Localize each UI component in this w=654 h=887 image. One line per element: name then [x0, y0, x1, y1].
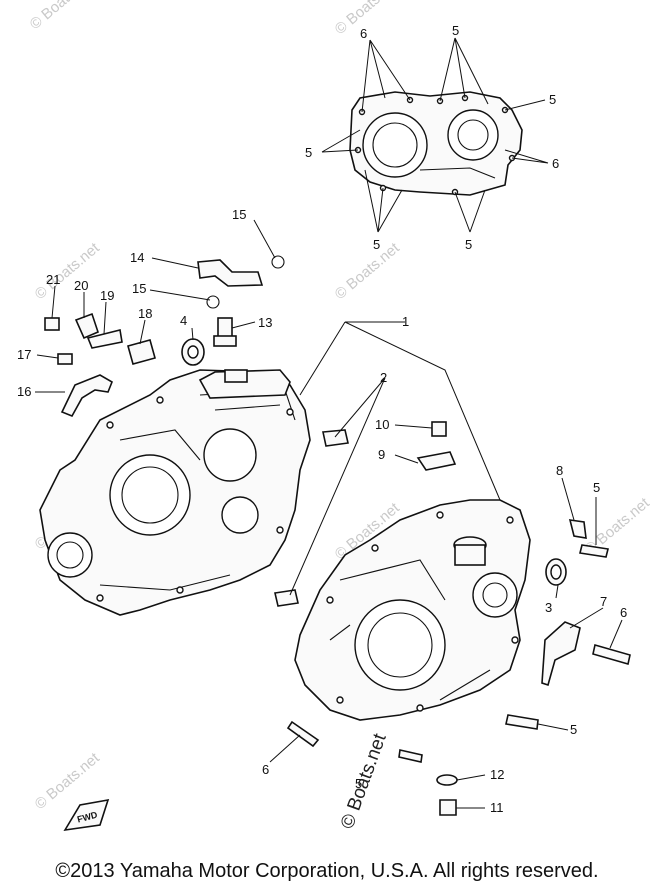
screw-21 — [44, 317, 60, 331]
callout-6: 6 — [552, 156, 559, 171]
dowel-pin-lower — [274, 589, 299, 607]
callout-3: 3 — [545, 600, 552, 615]
callout-13: 13 — [258, 315, 272, 330]
screw-17 — [57, 353, 73, 365]
cable-guide-16 — [60, 374, 113, 418]
callout-17: 17 — [17, 347, 31, 362]
watermark-prominent: © Boats.net — [337, 730, 391, 831]
exploded-parts-diagram: © Boats.net © Boats.net © Boats.net © Bo… — [17, 0, 653, 832]
clamp-9 — [416, 451, 457, 471]
callout-9: 9 — [378, 447, 385, 462]
callout-5: 5 — [593, 480, 600, 495]
crankcase-top-view — [349, 91, 523, 196]
callout-21: 21 — [46, 272, 60, 287]
callout-5: 5 — [373, 237, 380, 252]
copyright-notice: ©2013 Yamaha Motor Corporation, U.S.A. A… — [55, 860, 599, 882]
left-crankcase-half — [39, 369, 311, 616]
callout-12: 12 — [490, 767, 504, 782]
callout-5: 5 — [549, 92, 556, 107]
watermark: © Boats.net — [27, 0, 99, 33]
callout-5: 5 — [305, 145, 312, 160]
callout-6: 6 — [262, 762, 269, 777]
watermark: © Boats.net — [332, 0, 404, 38]
dowel-pin-upper — [322, 429, 349, 447]
callout-8: 8 — [556, 463, 563, 478]
bracket-19 — [86, 329, 123, 349]
guide-8 — [568, 519, 587, 539]
callout-1: 1 — [402, 314, 409, 329]
breather-hose-14 — [197, 259, 264, 287]
screw-10 — [431, 421, 447, 437]
right-crankcase-half — [294, 499, 531, 721]
callout-11: 11 — [490, 800, 504, 815]
drain-plug-11 — [439, 799, 457, 816]
callout-7: 7 — [600, 594, 607, 609]
callout-15: 15 — [232, 207, 246, 222]
callout-20: 20 — [74, 278, 88, 293]
main-leaders — [35, 219, 623, 809]
clip-20 — [74, 312, 99, 340]
callout-18: 18 — [138, 306, 152, 321]
callout-14: 14 — [130, 250, 144, 265]
bracket-7 — [541, 621, 581, 687]
callout-6: 6 — [360, 26, 367, 41]
callout-5: 5 — [570, 722, 577, 737]
callout-4: 4 — [180, 313, 187, 328]
callout-5: 5 — [452, 23, 459, 38]
fwd-arrow-badge — [63, 798, 110, 832]
callouts-top: 6 5 5 5 6 5 5 — [305, 23, 559, 252]
callout-5: 5 — [465, 237, 472, 252]
callout-6: 6 — [620, 605, 627, 620]
callout-19: 19 — [100, 288, 114, 303]
watermark: © Boats.net — [32, 239, 104, 303]
crankcase-top-leaders — [321, 37, 549, 233]
callout-10: 10 — [375, 417, 389, 432]
callouts-main: 1 2 3 4 5 5 5 6 6 7 8 9 10 11 12 13 14 1… — [17, 207, 627, 815]
callout-15: 15 — [132, 281, 146, 296]
callout-16: 16 — [17, 384, 31, 399]
watermark: © Boats.net — [332, 239, 404, 303]
callout-5: 5 — [355, 776, 362, 791]
breather-fitting-13 — [217, 317, 233, 339]
callout-2: 2 — [380, 370, 387, 385]
washer-12 — [436, 774, 458, 786]
collar-18 — [127, 339, 156, 365]
small-parts: FWD — [44, 255, 631, 832]
